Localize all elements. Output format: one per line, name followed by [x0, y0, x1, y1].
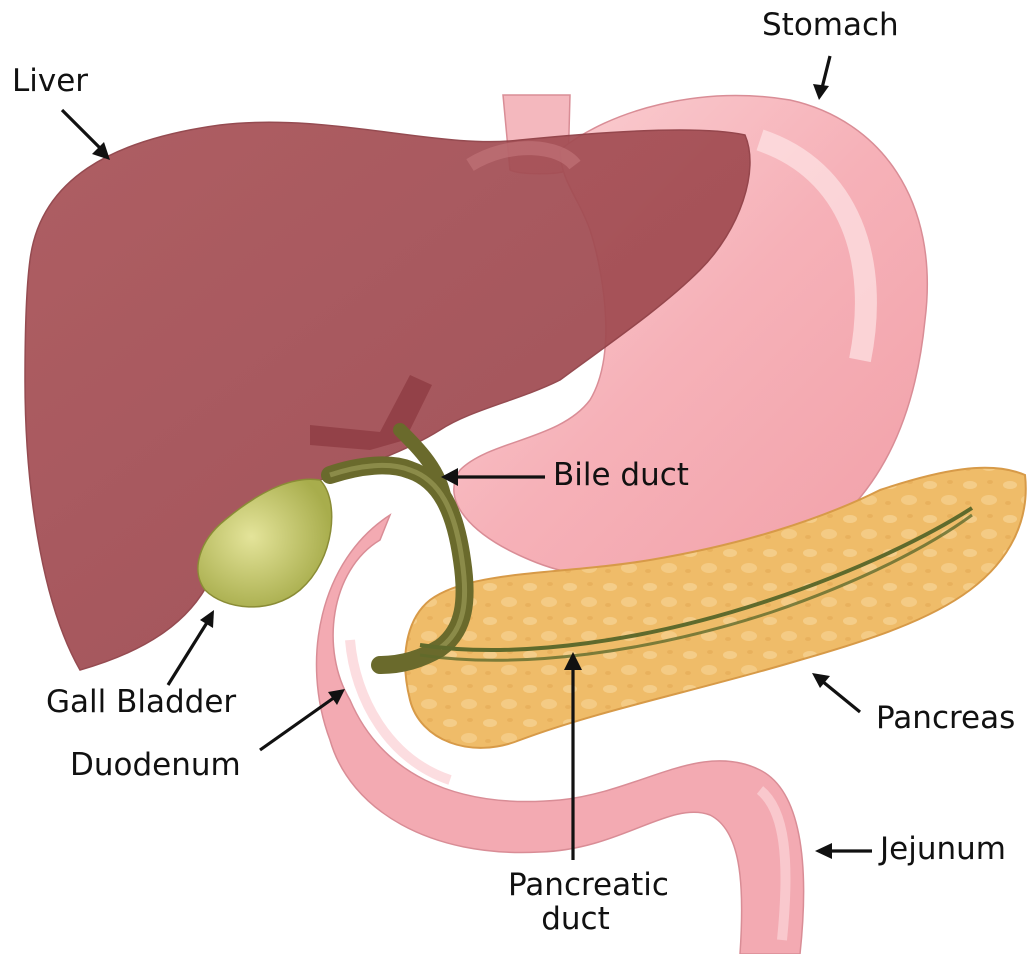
bile-duct-label: Bile duct [553, 458, 689, 492]
pancreas-arrow [812, 673, 860, 712]
stomach-arrow [813, 56, 830, 100]
jejunum-label: Jejunum [880, 832, 1006, 866]
stomach-label: Stomach [762, 8, 899, 42]
pancreas-label: Pancreas [876, 701, 1015, 735]
pancreatic-duct-label-line1: Pancreatic [508, 868, 643, 902]
liver-label: Liver [12, 64, 88, 98]
pancreatic-duct-label-line2: duct [508, 902, 643, 936]
liver-arrow [62, 110, 110, 160]
jejunum-arrow [815, 843, 872, 859]
duodenum-label: Duodenum [70, 748, 241, 782]
pancreatic-duct-label: Pancreatic duct [508, 868, 643, 936]
gall-bladder-label: Gall Bladder [46, 685, 236, 719]
